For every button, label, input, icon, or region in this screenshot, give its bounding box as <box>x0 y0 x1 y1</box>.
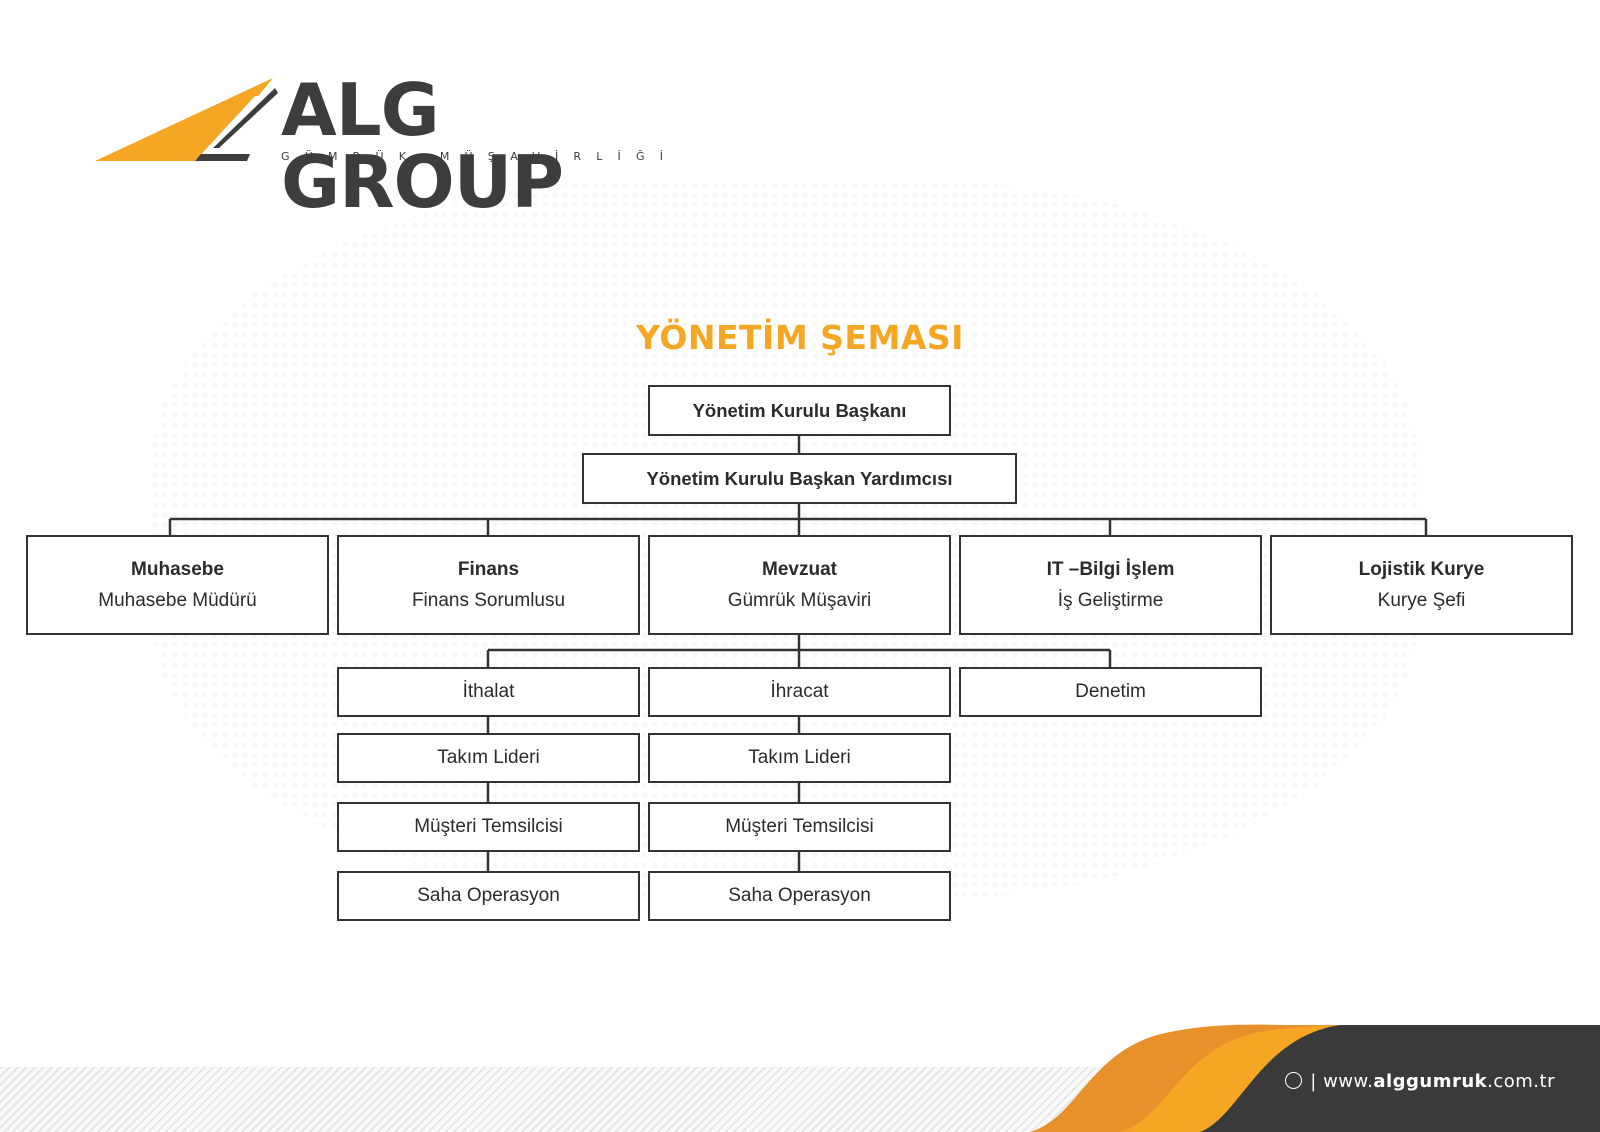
website-prefix: | www. <box>1310 1071 1374 1092</box>
unit-label: Saha Operasyon <box>728 885 871 906</box>
unit-box-export-team-lead: Takım Lideri <box>648 733 951 783</box>
unit-box-import-team-lead: Takım Lideri <box>337 733 640 783</box>
globe-icon <box>1285 1072 1303 1089</box>
unit-label: Denetim <box>1075 681 1146 702</box>
unit-box-export-field-ops: Saha Operasyon <box>648 871 951 921</box>
website-domain: alggumruk <box>1373 1071 1488 1092</box>
department-role: İş Geliştirme <box>1057 589 1164 611</box>
unit-box-import-field-ops: Saha Operasyon <box>337 871 640 921</box>
unit-label: Takım Lideri <box>437 747 540 768</box>
unit-label: Saha Operasyon <box>417 885 560 906</box>
department-name: IT –Bilgi İşlem <box>1046 558 1175 580</box>
department-name: Mevzuat <box>762 558 837 580</box>
department-box-accounting: Muhasebe Muhasebe Müdürü <box>26 535 329 635</box>
department-box-finance: Finans Finans Sorumlusu <box>337 535 640 635</box>
unit-label: Takım Lideri <box>748 747 851 768</box>
company-logo: ALG GROUP GÜMRÜK MÜŞAVİRLİĞİ <box>95 74 695 218</box>
logo-wordmark: ALG GROUP <box>281 68 564 224</box>
unit-label: İthalat <box>462 681 515 702</box>
department-role: Gümrük Müşaviri <box>727 589 872 611</box>
footer-wave-shape <box>1030 1024 1600 1132</box>
unit-box-export: İhracat <box>648 667 951 717</box>
unit-label: Müşteri Temsilcisi <box>725 816 874 837</box>
website-suffix: .com.tr <box>1487 1071 1555 1092</box>
department-box-legislation: Mevzuat Gümrük Müşaviri <box>648 535 951 635</box>
logo-mark-icon <box>95 78 278 161</box>
unit-box-import-customer-rep: Müşteri Temsilcisi <box>337 802 640 852</box>
department-name: Muhasebe <box>131 558 224 580</box>
footer-hatch-pattern <box>0 1067 1100 1132</box>
department-role: Muhasebe Müdürü <box>98 589 257 611</box>
chairman-label: Yönetim Kurulu Başkanı <box>692 399 907 421</box>
department-role: Finans Sorumlusu <box>411 589 566 611</box>
page-title: YÖNETİM ŞEMASI <box>636 318 964 357</box>
unit-box-export-customer-rep: Müşteri Temsilcisi <box>648 802 951 852</box>
logo-tagline: GÜMRÜK MÜŞAVİRLİĞİ <box>281 150 679 163</box>
vice-chairman-label: Yönetim Kurulu Başkan Yardımcısı <box>646 467 953 489</box>
department-role: Kurye Şefi <box>1377 589 1466 611</box>
department-box-it: IT –Bilgi İşlem İş Geliştirme <box>959 535 1262 635</box>
department-name: Finans <box>457 558 520 580</box>
unit-label: İhracat <box>770 681 829 702</box>
department-name: Lojistik Kurye <box>1358 558 1485 580</box>
unit-label: Müşteri Temsilcisi <box>414 816 563 837</box>
unit-box-audit: Denetim <box>959 667 1262 717</box>
unit-box-import: İthalat <box>337 667 640 717</box>
footer: | www.alggumruk.com.tr <box>0 1017 1600 1132</box>
department-box-logistics: Lojistik Kurye Kurye Şefi <box>1270 535 1573 635</box>
chairman-box: Yönetim Kurulu Başkanı <box>648 385 951 436</box>
vice-chairman-box: Yönetim Kurulu Başkan Yardımcısı <box>582 453 1017 504</box>
website-link[interactable]: | www.alggumruk.com.tr <box>1285 1071 1555 1092</box>
